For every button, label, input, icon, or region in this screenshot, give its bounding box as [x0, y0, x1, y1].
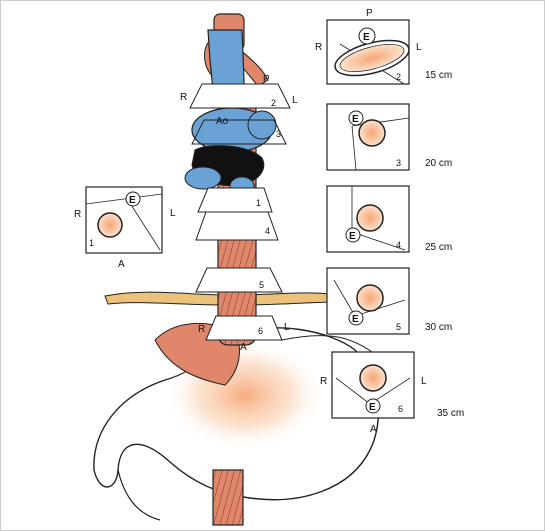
inset6-e: E — [369, 402, 376, 413]
plane-level-3: 3 — [191, 119, 287, 145]
inset6-r: R — [320, 376, 327, 387]
inset2-p: P — [366, 8, 373, 19]
inset-level-2: E 2 P R L 15 cm — [315, 8, 452, 85]
inset1-num: 1 — [89, 238, 94, 248]
inset-level-4: E 4 25 cm — [326, 185, 452, 253]
plane-label-6: 6 — [258, 326, 263, 336]
label-r-low: R — [198, 324, 205, 335]
duodenum-segment — [212, 469, 244, 526]
plane-level-5: 5 — [195, 267, 283, 293]
inset1-r: R — [74, 209, 81, 220]
label-r-top: R — [180, 92, 187, 103]
plane-level-2: 2 — [189, 83, 291, 109]
plane-label-2: 2 — [271, 98, 276, 108]
inset4-e: E — [349, 231, 356, 242]
inset6-num: 6 — [398, 404, 403, 414]
inset5-e: E — [352, 314, 359, 325]
label-aorta: Ao — [216, 116, 229, 127]
plane-label-3: 3 — [276, 129, 281, 139]
stomach — [93, 322, 380, 521]
inset-level-6: E 6 R L A 35 cm — [320, 351, 464, 435]
label-a-low: A — [240, 342, 247, 353]
inset5-num: 5 — [396, 322, 401, 332]
inset6-l: L — [421, 376, 427, 387]
plane-level-4: 4 — [195, 211, 279, 241]
inset2-l: L — [416, 42, 422, 53]
inset3-num: 3 — [396, 158, 401, 168]
inset2-r: R — [315, 42, 322, 53]
inset4-num: 4 — [396, 240, 401, 250]
plane-label-4: 4 — [265, 226, 270, 236]
inset-level-5: E 5 30 cm — [326, 267, 452, 335]
inset2-num: 2 — [396, 72, 401, 82]
inset6-dist: 35 cm — [437, 408, 464, 419]
inset5-dist: 30 cm — [425, 322, 452, 333]
label-p-top: P — [263, 74, 270, 85]
plane-level-6: 6 — [205, 315, 283, 341]
plane-label-1: 1 — [256, 198, 261, 208]
inset3-e: E — [352, 114, 359, 125]
inset2-dist: 15 cm — [425, 70, 452, 81]
inset-level-1: E 1 R L A — [74, 186, 176, 270]
inset1-a: A — [118, 259, 125, 270]
plane-level-1: 1 — [197, 187, 273, 213]
connector-line — [281, 335, 373, 353]
inset3-dist: 20 cm — [425, 158, 452, 169]
inset-level-3: E 3 20 cm — [326, 103, 452, 171]
inset2-e: E — [363, 32, 370, 43]
inset6-a: A — [370, 424, 377, 435]
label-l-low: L — [284, 322, 290, 333]
inset1-e: E — [129, 195, 136, 206]
plane-label-5: 5 — [259, 280, 264, 290]
inset4-dist: 25 cm — [425, 242, 452, 253]
label-l-top: L — [292, 95, 298, 106]
inset1-l: L — [170, 208, 176, 219]
